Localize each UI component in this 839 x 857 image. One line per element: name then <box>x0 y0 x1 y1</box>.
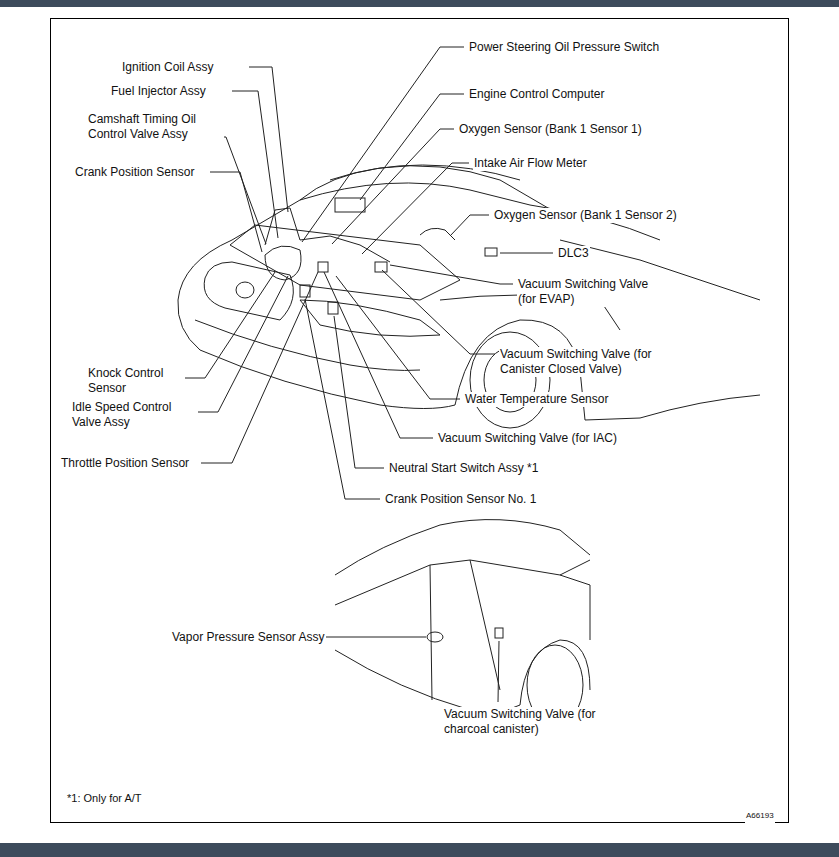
rear-quarter <box>560 575 590 640</box>
dlc3-connector <box>485 248 497 256</box>
part-label: Vapor Pressure Sensor Assy <box>171 630 326 645</box>
part-label: Crank Position Sensor <box>74 165 195 180</box>
switch <box>328 302 338 314</box>
rear-car <box>335 520 590 725</box>
ignition-coil <box>265 208 300 245</box>
valve <box>375 262 387 272</box>
leader-line <box>332 129 454 244</box>
part-label: Vacuum Switching Valve (for charcoal can… <box>443 707 600 737</box>
bottom-bar <box>0 843 839 857</box>
rear-wheel-arch <box>520 640 590 705</box>
throttle-body <box>265 246 301 280</box>
leader-line <box>201 272 318 463</box>
charcoal-canister-valve <box>495 628 503 638</box>
leader-line <box>305 299 380 499</box>
part-label: DLC3 <box>557 246 590 261</box>
leader-line <box>249 67 288 212</box>
leader-lines <box>185 47 553 702</box>
part-label: *1: Only for A/T <box>66 791 143 806</box>
part-label: Vacuum Switching Valve (for IAC) <box>437 431 618 446</box>
part-label: Oxygen Sensor (Bank 1 Sensor 1) <box>458 122 643 137</box>
part-label: Crank Position Sensor No. 1 <box>384 492 537 507</box>
leader-line <box>198 276 288 412</box>
part-label: Power Steering Oil Pressure Switch <box>468 40 660 55</box>
part-label: Knock Control Sensor <box>87 366 184 396</box>
part-label: Intake Air Flow Meter <box>473 156 588 171</box>
leader-line <box>498 641 499 702</box>
leader-line <box>362 163 469 254</box>
top-bar <box>0 0 839 7</box>
window-line <box>335 560 590 605</box>
sensor <box>300 285 310 297</box>
part-label: Camshaft Timing Oil Control Valve Assy <box>87 112 224 142</box>
part-label: Vacuum Switching Valve (for EVAP) <box>517 277 669 307</box>
leader-line <box>382 270 495 354</box>
part-label: Vacuum Switching Valve (for Canister Clo… <box>499 347 671 377</box>
leader-line <box>336 276 460 399</box>
part-label: Water Temperature Sensor <box>464 392 609 407</box>
leader-line <box>390 265 513 284</box>
sill-line <box>335 650 520 712</box>
part-label: Engine Control Computer <box>468 87 605 102</box>
leader-line <box>324 272 433 438</box>
leader-line <box>302 47 464 242</box>
leader-line <box>210 172 262 252</box>
part-label: Oxygen Sensor (Bank 1 Sensor 2) <box>493 208 678 223</box>
leader-line <box>212 137 266 244</box>
bumper-line <box>195 320 420 370</box>
leader-line <box>185 272 275 378</box>
part-label: Idle Speed Control Valve Assy <box>71 400 198 430</box>
leader-line <box>360 94 464 200</box>
part-label: Neutral Start Switch Assy *1 <box>388 461 539 476</box>
part-label: Fuel Injector Assy <box>110 84 207 99</box>
part-label: Ignition Coil Assy <box>121 60 214 75</box>
door-lines <box>430 560 500 700</box>
leader-line <box>326 637 426 638</box>
part-label: Throttle Position Sensor <box>60 456 190 471</box>
emblem <box>236 282 254 298</box>
valve <box>318 262 328 272</box>
frame <box>51 19 789 823</box>
leader-line <box>450 215 489 236</box>
side-sill <box>585 395 760 420</box>
roof-line <box>335 520 590 575</box>
vapor-pressure-sensor <box>427 632 443 642</box>
leader-line <box>500 253 553 254</box>
exhaust-sensor <box>420 228 455 240</box>
leader-line <box>334 316 384 468</box>
part-label: A66193 <box>745 808 775 823</box>
